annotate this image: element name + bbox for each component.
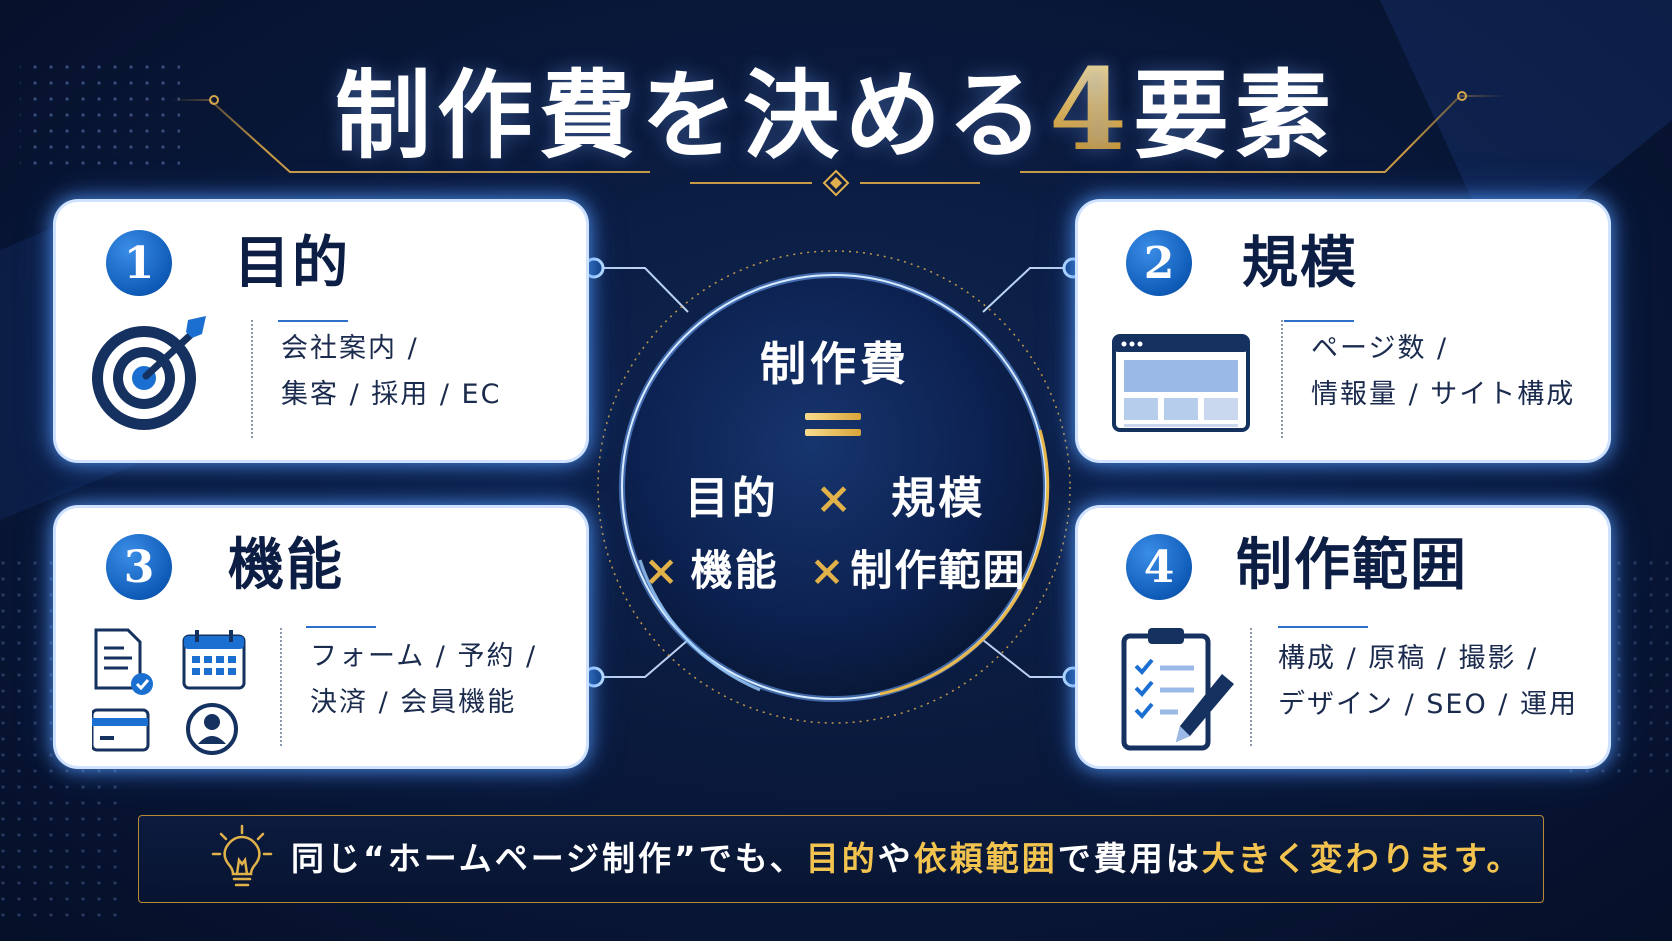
webpage-icon [1112,334,1252,434]
card-description: フォーム / 予約 / 決済 / 会員機能 [310,634,537,726]
form-document-icon [94,628,153,695]
heading-underline [278,320,348,322]
description-line: 集客 / 採用 / EC [281,379,502,410]
message-text: や [877,839,914,878]
card-purpose: 1 目的 会社案内 / 集客 / 採用 / EC [56,202,586,460]
description-line: ページ数 / [1311,333,1449,364]
summary-message: 同じ“ホームページ制作”でも、目的や依頼範囲で費用は大きく変わります。 [291,816,1522,902]
formula-term-scale: 規模 [891,473,986,524]
message-highlight: 依頼範囲 [913,839,1058,878]
description-line: フォーム / 予約 / [310,641,538,672]
card-description: 会社案内 / 集客 / 採用 / EC [281,326,501,418]
times-sign: × [809,546,847,595]
message-highlight: 目的 [805,839,878,878]
formula-term-purpose: 目的 [684,473,779,524]
user-account-icon [186,703,238,755]
heading-underline [306,626,376,628]
credit-card-icon [90,708,150,752]
divider [251,320,253,438]
card-number-badge: 1 [106,230,172,296]
message-text: で費用は [1057,839,1202,878]
card-number-badge: 2 [1126,230,1192,296]
card-scale: 2 規模 ページ数 / 情報量 / サイト構成 [1078,202,1608,460]
title-number: 4 [1049,45,1133,176]
message-highlight: 大きく変わります。 [1201,839,1523,878]
card-heading: 制作範囲 [1236,532,1468,598]
heading-underline [1278,626,1368,628]
calendar-icon [182,630,246,690]
times-sign: × [643,546,681,595]
card-number-badge: 3 [106,534,172,600]
description-line: デザイン / SEO / 運用 [1278,689,1578,720]
description-line: 会社案内 / [281,333,419,364]
formula-term-scope: 制作範囲 [850,546,1027,595]
times-sign: × [815,473,855,524]
divider [1281,320,1283,438]
title-suffix: 要素 [1132,59,1337,172]
card-heading: 規模 [1242,230,1358,296]
description-line: 構成 / 原稿 / 撮影 / [1278,643,1539,674]
message-text: 同じ“ホームページ制作”でも、 [291,839,806,878]
formula-line-2: ×機能 ×制作範囲 [635,537,1035,598]
title-main: 制作費を決める [335,59,1050,172]
clipboard-checklist-icon [1118,624,1238,754]
divider [280,628,282,746]
card-production-scope: 4 制作範囲 構成 / 原 [1078,508,1608,766]
card-number-badge: 4 [1126,534,1192,600]
divider [1250,628,1252,746]
card-description: ページ数 / 情報量 / サイト構成 [1311,326,1575,418]
card-heading: 機能 [228,532,344,598]
heading-underline [1284,320,1354,322]
card-features: 3 機能 [56,508,586,766]
formula-line-1: 目的 × 規模 [635,462,1035,526]
card-heading: 目的 [234,230,350,296]
card-description: 構成 / 原稿 / 撮影 / デザイン / SEO / 運用 [1278,636,1578,728]
formula-term-features: 機能 [690,546,779,595]
summary-banner: 同じ“ホームページ制作”でも、目的や依頼範囲で費用は大きく変わります。 [138,815,1544,903]
lightbulb-icon [211,824,273,894]
feature-icons [90,626,252,756]
description-line: 決済 / 会員機能 [310,687,517,718]
center-title: 制作費 [760,337,910,391]
page-title: 制作費を決める4要素 [0,38,1672,177]
equals-sign [805,413,861,437]
target-icon [88,314,218,434]
description-line: 情報量 / サイト構成 [1311,379,1576,410]
